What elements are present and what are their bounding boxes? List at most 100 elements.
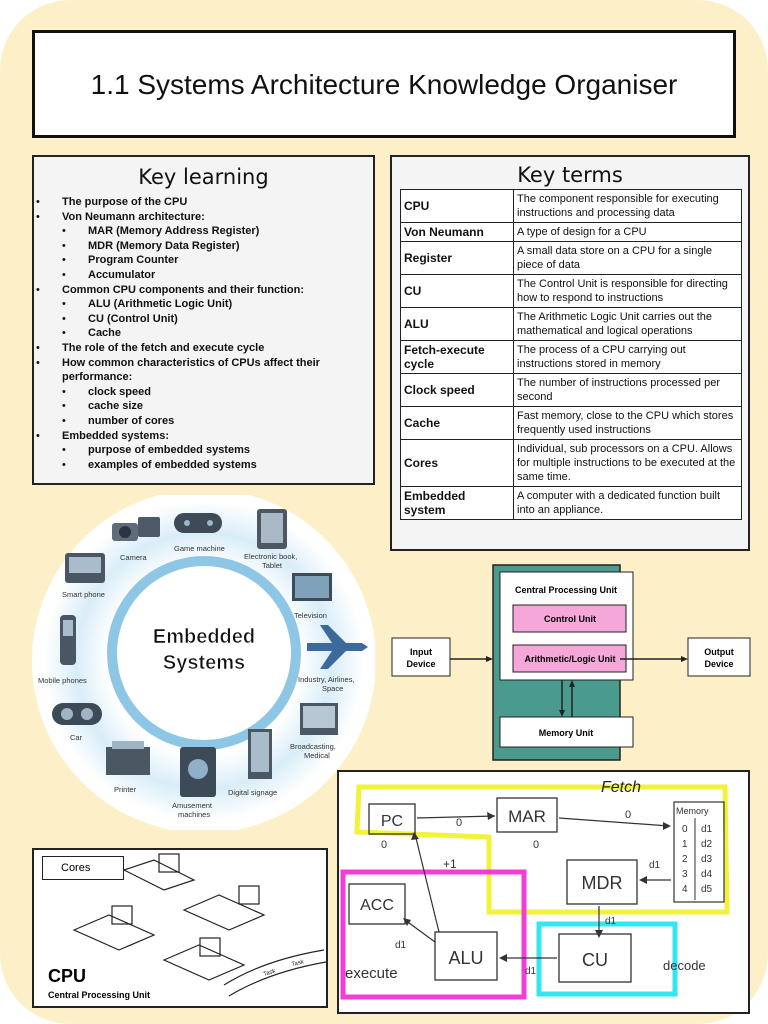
key-learning-item: Program Counter — [62, 253, 373, 268]
memory-address: 3 — [682, 869, 688, 880]
embedded-inner-circle — [107, 556, 301, 750]
execute-highlight — [340, 869, 527, 1000]
label-amusement: Amusement — [172, 801, 213, 810]
label-printer: Printer — [114, 785, 137, 794]
key-term-definition: The process of a CPU carrying out instru… — [513, 340, 742, 374]
output-device-box — [687, 637, 751, 677]
memory-data: d5 — [701, 884, 713, 895]
output-label-1: Output — [704, 647, 734, 657]
cores-panel: Cores Task Task CPU Central Processing U… — [32, 848, 328, 1008]
digital-signage-icon — [248, 729, 272, 779]
fetch-highlight — [354, 784, 730, 915]
cu-label: CU — [582, 950, 608, 970]
printer-icon — [106, 741, 150, 775]
execute-label: execute — [345, 965, 398, 982]
cpu-diagram-title: Central Processing Unit — [515, 585, 617, 595]
core-desk-1 — [122, 859, 196, 891]
zero-label-2: 0 — [625, 809, 631, 821]
label-medical: Medical — [304, 751, 330, 760]
core-worker-head-1 — [158, 853, 180, 873]
embedded-title-line1: Embedded — [153, 626, 255, 648]
key-term-name: Register — [400, 241, 514, 275]
fetch-label: Fetch — [601, 779, 641, 796]
camera-icon — [112, 517, 160, 541]
key-term-definition: Fast memory, close to the CPU which stor… — [513, 406, 742, 440]
cores-label: Cores — [42, 856, 124, 880]
pc-label: PC — [381, 813, 403, 830]
label-ebook: Electronic book, — [244, 552, 297, 561]
title-box: 1.1 Systems Architecture Knowledge Organ… — [32, 30, 736, 138]
zero-label-4: 0 — [533, 839, 539, 851]
key-term-name: Fetch-execute cycle — [400, 340, 514, 374]
key-term-definition: The Arithmetic Logic Unit carries out th… — [513, 307, 742, 341]
d1-label-cu: d1 — [605, 916, 617, 927]
memory-table — [673, 801, 725, 903]
key-learning-item: Cache — [62, 326, 373, 341]
input-device-box — [391, 637, 451, 677]
label-tablet: Tablet — [262, 561, 283, 570]
key-learning-item: CU (Control Unit) — [62, 312, 373, 327]
label-industry: Industry, Airlines, — [298, 675, 355, 684]
d1-label-alu: d1 — [525, 966, 537, 977]
acc-label: ACC — [360, 897, 394, 914]
broadcasting-icon — [300, 703, 338, 735]
d1-label-mdr: d1 — [649, 860, 661, 871]
page-title: 1.1 Systems Architecture Knowledge Organ… — [90, 69, 678, 100]
alu-label: Arithmetic/Logic Unit — [524, 654, 615, 664]
key-term-name: Embedded system — [400, 486, 514, 520]
core-desk-4 — [162, 944, 246, 981]
memory-data: d2 — [701, 839, 713, 850]
cores-illustration: Task Task — [72, 853, 326, 997]
key-learning-item: The role of the fetch and execute cycle — [36, 341, 373, 356]
mar-box — [496, 797, 558, 833]
plus-one-label: +1 — [443, 857, 457, 871]
key-learning-item: The purpose of the CPU — [36, 195, 373, 210]
decode-highlight — [536, 921, 678, 997]
key-term-name: CPU — [400, 189, 514, 223]
alu-sketch-box — [434, 931, 498, 981]
key-term-name: Von Neumann — [400, 222, 514, 242]
mdr-label: MDR — [582, 873, 623, 893]
key-learning-item: Accumulator — [62, 268, 373, 283]
key-learning-item: MDR (Memory Data Register) — [62, 239, 373, 254]
ebook-tablet-icon — [257, 509, 287, 549]
control-unit-label: Control Unit — [544, 614, 596, 624]
core-worker-head-3 — [111, 905, 133, 925]
task-ribbon-edge — [228, 961, 326, 997]
core-desk-2 — [182, 894, 266, 931]
alu-sketch-label: ALU — [448, 948, 483, 968]
label-signage: Digital signage — [228, 788, 277, 797]
label-mobile: Mobile phones — [38, 676, 87, 685]
key-learning-item: Embedded systems: — [36, 429, 373, 444]
key-learning-item: Common CPU components and their function… — [36, 283, 373, 298]
key-term-definition: A type of design for a CPU — [513, 222, 742, 242]
input-label-1: Input — [410, 647, 432, 657]
label-car: Car — [70, 733, 83, 742]
memory-data: d1 — [701, 824, 713, 835]
label-machines: machines — [178, 810, 210, 819]
label-smartphone: Smart phone — [62, 590, 105, 599]
key-learning-item: Von Neumann architecture: — [36, 210, 373, 225]
task-ribbon — [223, 949, 325, 986]
label-camera: Camera — [120, 553, 148, 562]
key-terms-heading: Key terms — [517, 163, 623, 187]
embedded-title-line2: Systems — [163, 652, 245, 674]
task-label-2: Task — [291, 959, 305, 968]
key-learning-heading: Key learning — [138, 165, 269, 189]
d1-label-acc: d1 — [395, 940, 407, 951]
key-learning-item: ALU (Arithmetic Logic Unit) — [62, 297, 373, 312]
control-unit-box — [512, 604, 627, 633]
acc-box — [348, 883, 406, 925]
key-term-definition: A small data store on a CPU for a single… — [513, 241, 742, 275]
memory-unit-box — [499, 716, 634, 748]
key-term-name: Cache — [400, 406, 514, 440]
